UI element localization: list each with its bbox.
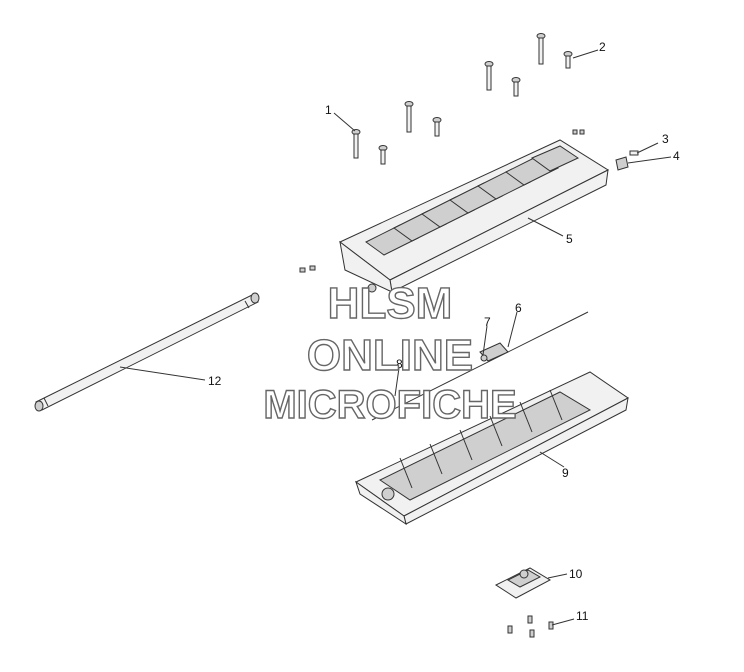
bolt-2b	[511, 77, 521, 97]
bracket-part-6-7	[479, 342, 509, 362]
bolt-2d	[563, 51, 573, 69]
callout-5: 5	[566, 232, 573, 246]
leader-lines	[119, 49, 672, 626]
callout-6: 6	[515, 301, 522, 315]
callout-2: 2	[599, 40, 606, 54]
latch-part-10	[494, 567, 552, 599]
tread-pads	[365, 145, 580, 256]
bolt-1d	[432, 117, 442, 137]
shaft-part-12	[34, 292, 260, 412]
rod-part-8	[371, 311, 589, 421]
tread-cover-part-5	[339, 139, 610, 293]
small-screws-left	[299, 129, 585, 273]
callout-4: 4	[673, 149, 680, 163]
callout-9: 9	[562, 466, 569, 480]
callout-10: 10	[569, 567, 583, 581]
watermark-line-1: HLSM	[328, 279, 453, 328]
callout-12: 12	[208, 374, 222, 388]
callout-labels: 1 2 3 4 5 6 7 8 9 10 11 12	[208, 40, 680, 623]
bolt-2c	[536, 33, 546, 65]
callout-1: 1	[325, 103, 332, 117]
callout-8: 8	[396, 357, 403, 371]
fasteners-part-11	[507, 615, 554, 638]
callout-3: 3	[662, 132, 669, 146]
watermark-line-3: MICROFICHE	[263, 383, 516, 427]
callout-7: 7	[484, 315, 491, 329]
watermark-line-2: ONLINE	[307, 331, 473, 380]
bolt-2a	[484, 61, 494, 91]
bolt-set	[351, 33, 573, 165]
bolt-1a	[351, 129, 361, 159]
callout-11: 11	[576, 609, 589, 623]
lower-housing-part-9	[355, 371, 629, 526]
bolt-1b	[378, 145, 388, 165]
bolt-1c	[404, 101, 414, 133]
watermark: HLSM ONLINE MICROFICHE	[263, 278, 518, 427]
clip-part-4	[615, 156, 629, 171]
screw-part-3	[629, 150, 639, 156]
